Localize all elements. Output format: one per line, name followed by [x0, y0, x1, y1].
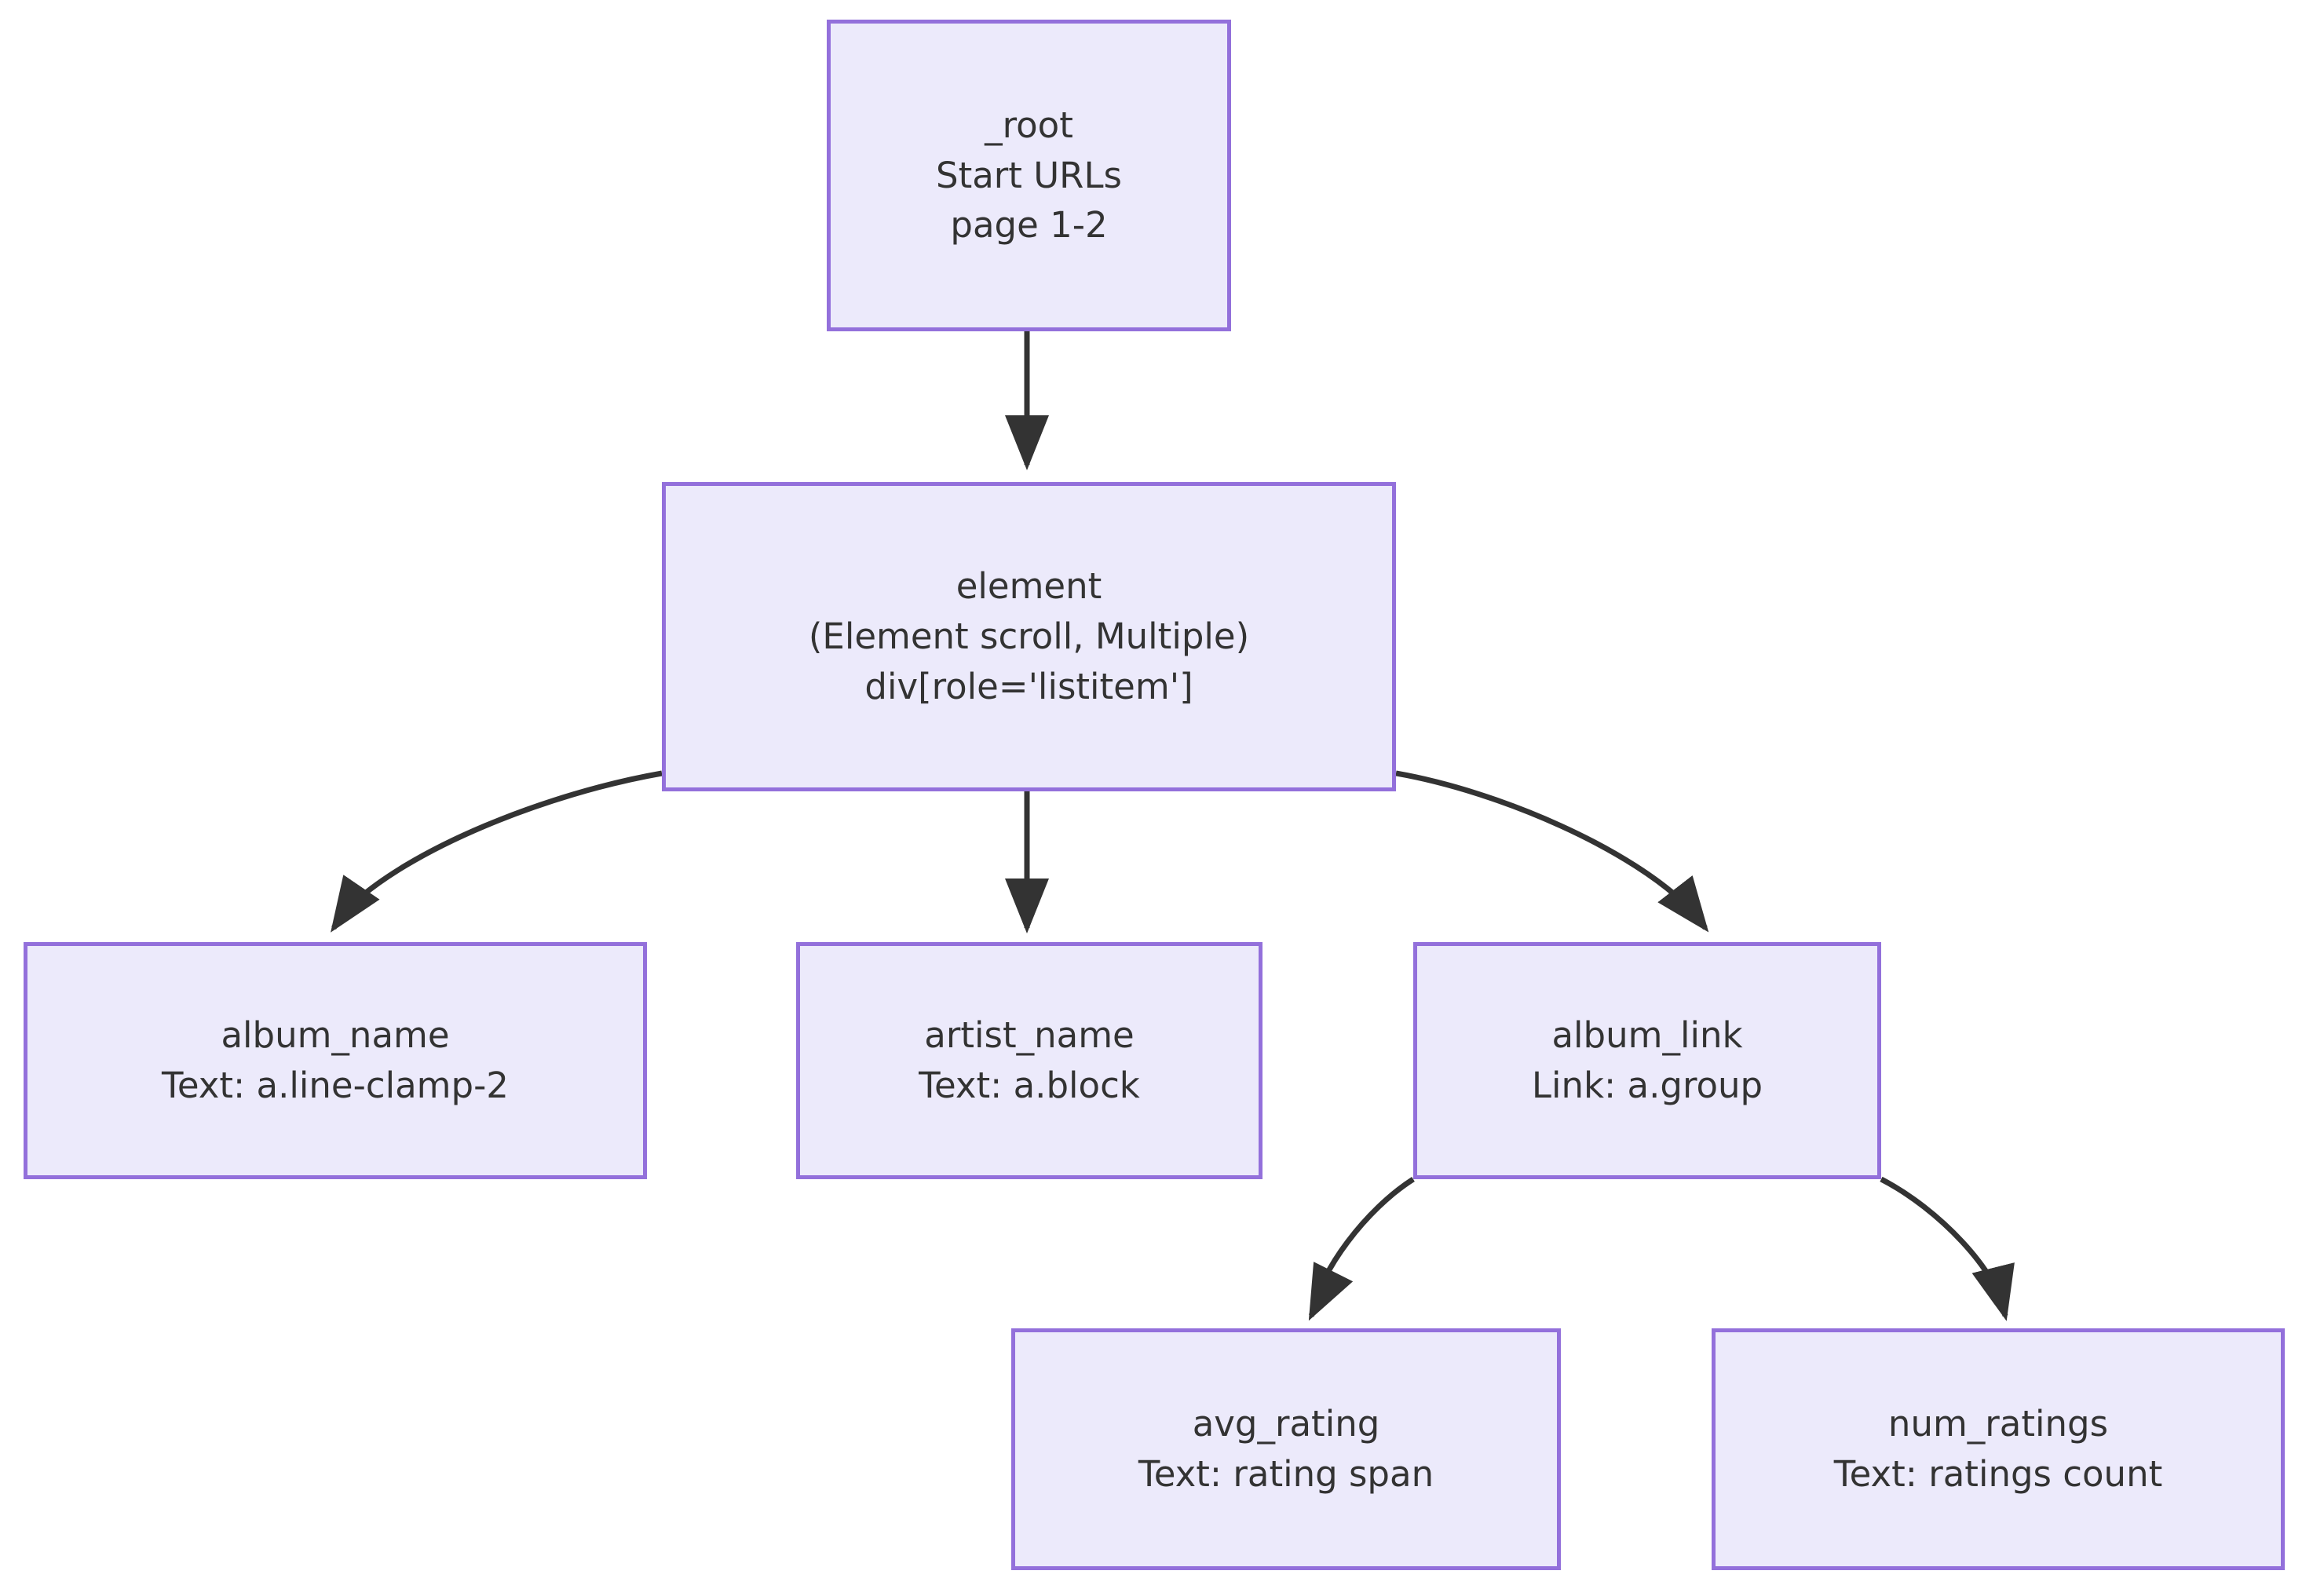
node-num-ratings-line-2: Text: ratings count: [1833, 1453, 2163, 1495]
node-artist-name-line-1: artist_name: [924, 1014, 1135, 1057]
node-avg-rating[interactable]: avg_rating Text: rating span: [1011, 1328, 1561, 1570]
node-element-line-1: element: [956, 565, 1102, 608]
edge-album-link-to-num-ratings: [1880, 1176, 2015, 1321]
node-album-name[interactable]: album_name Text: a.line-clamp-2: [24, 942, 647, 1179]
node-album-name-line-1: album_name: [221, 1014, 450, 1057]
node-element[interactable]: element (Element scroll, Multiple) div[r…: [662, 482, 1396, 791]
node-num-ratings[interactable]: num_ratings Text: ratings count: [1712, 1328, 2285, 1570]
node-artist-name-line-2: Text: a.block: [919, 1065, 1140, 1106]
node-root-line-1: _root: [985, 104, 1073, 146]
node-album-link[interactable]: album_link Link: a.group: [1413, 942, 1881, 1179]
edge-album-link-to-avg-rating: [1308, 1177, 1415, 1321]
edge-element-to-album-name: [331, 770, 663, 933]
node-album-name-line-2: Text: a.line-clamp-2: [162, 1065, 509, 1106]
node-avg-rating-line-1: avg_rating: [1192, 1403, 1380, 1445]
node-album-link-line-2: Link: a.group: [1531, 1065, 1763, 1106]
node-root[interactable]: _root Start URLs page 1-2: [827, 20, 1231, 331]
edge-element-to-album-link: [1395, 770, 1709, 933]
node-element-line-3: div[role='listitem']: [864, 665, 1193, 707]
node-root-line-3: page 1-2: [950, 204, 1108, 247]
node-avg-rating-line-2: Text: rating span: [1138, 1453, 1434, 1495]
node-num-ratings-line-1: num_ratings: [1887, 1403, 2109, 1445]
node-artist-name[interactable]: artist_name Text: a.block: [796, 942, 1262, 1179]
node-album-link-line-1: album_link: [1551, 1014, 1743, 1057]
node-root-line-2: Start URLs: [936, 154, 1122, 196]
node-element-line-2: (Element scroll, Multiple): [808, 616, 1250, 658]
